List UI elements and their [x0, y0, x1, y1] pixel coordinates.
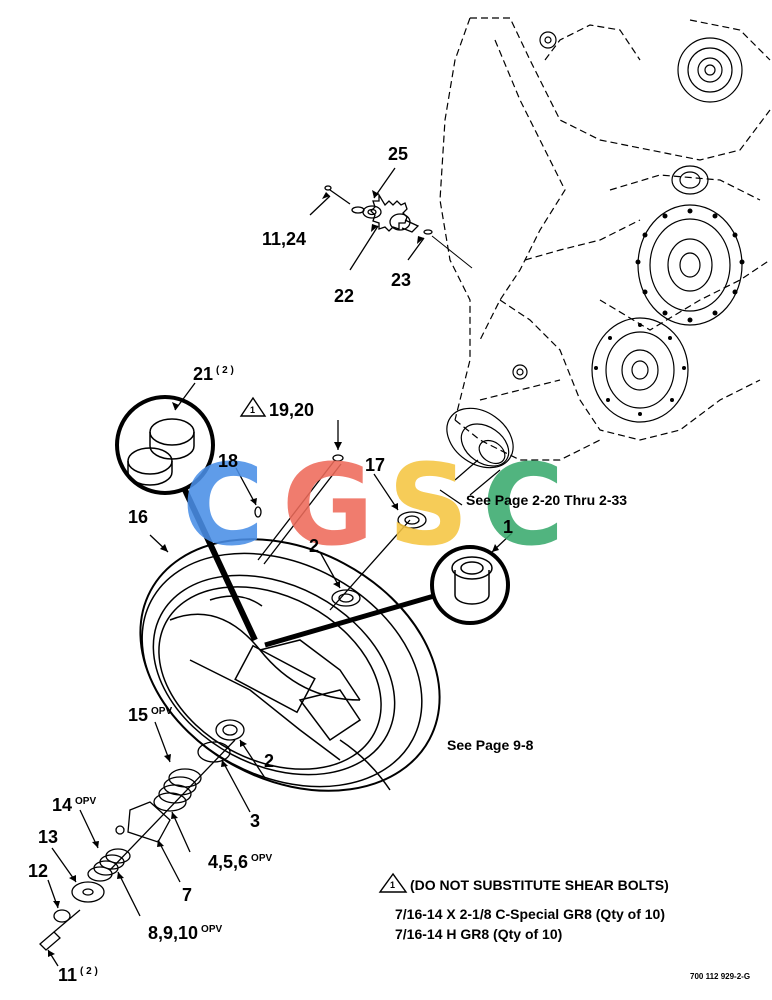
callout-12: 12 — [28, 861, 49, 881]
callout-25: 25 — [388, 144, 409, 164]
watermark-letter: C — [482, 441, 564, 571]
leader-arrowheads — [48, 190, 499, 957]
callout-11-qty: ( 2 ) — [80, 966, 98, 977]
detail-circle-bushing — [264, 545, 510, 648]
drawing-number: 700 112 929-2-G — [690, 972, 751, 981]
warning-triangle-icon — [239, 396, 408, 893]
warning-note-marker: 1 — [390, 880, 396, 890]
cgsc-watermark-logo: C G S C — [182, 441, 564, 571]
warning-marker-number: 1 — [250, 405, 256, 415]
callout-23: 23 — [391, 270, 412, 290]
callout-11-number: 11 — [58, 965, 78, 985]
machine-frame-outline — [439, 17, 771, 461]
watermark-letter: C — [182, 441, 264, 571]
machine-frame-details — [439, 31, 743, 506]
callout-8-9-10-tag: OPV — [201, 924, 223, 935]
callout-18: 18 — [218, 451, 239, 471]
watermark-letter: S — [388, 441, 469, 571]
see-page-reference-lower: See Page 9-8 — [447, 737, 534, 753]
watermark-letter: G — [282, 441, 374, 571]
callout-15-tag: OPV — [151, 706, 173, 717]
callout-11: 11( 2 ) — [58, 966, 98, 984]
shear-bolt-and-rod — [254, 454, 427, 611]
hub-stack — [39, 719, 245, 951]
warning-note: (DO NOT SUBSTITUTE SHEAR BOLTS) — [410, 877, 669, 893]
callout-14-tag: OPV — [75, 796, 97, 807]
detail-circle-bumpers — [115, 395, 258, 642]
bolt-spec-note: 7/16-14 X 2-1/8 C-Special GR8 (Qty of 10… — [395, 906, 665, 922]
callout-4-5-6-tag: OPV — [251, 853, 273, 864]
callout-21: 21( 2 ) — [193, 365, 234, 383]
callout-17: 17 — [365, 455, 386, 475]
callout-15-number: 15 — [128, 705, 149, 725]
flange-bolt-holes — [594, 208, 745, 416]
see-page-reference-upper: See Page 2-20 Thru 2-33 — [466, 492, 628, 508]
callout-14-number: 14 — [52, 795, 73, 815]
callout-7: 7 — [182, 885, 193, 905]
nut-spec-note: 7/16-14 H GR8 (Qty of 10) — [395, 926, 563, 942]
callout-21-number: 21 — [193, 364, 214, 384]
callout-8-9-10-number: 8,9,10 — [148, 923, 199, 943]
callout-2-upper: 2 — [309, 536, 320, 556]
flywheel — [139, 538, 441, 792]
callout-19-20: 19,20 — [269, 400, 315, 420]
callout-16: 16 — [128, 507, 149, 527]
sprocket-assembly — [324, 185, 473, 269]
callout-3: 3 — [250, 811, 261, 831]
callout-11-24: 11,24 — [262, 229, 307, 249]
callout-2-lower: 2 — [264, 751, 275, 771]
callout-4-5-6-number: 4,5,6 — [208, 852, 249, 872]
callout-13: 13 — [38, 827, 59, 847]
callout-21-qty: ( 2 ) — [216, 365, 234, 376]
callout-1: 1 — [503, 517, 514, 537]
callout-22: 22 — [334, 286, 355, 306]
